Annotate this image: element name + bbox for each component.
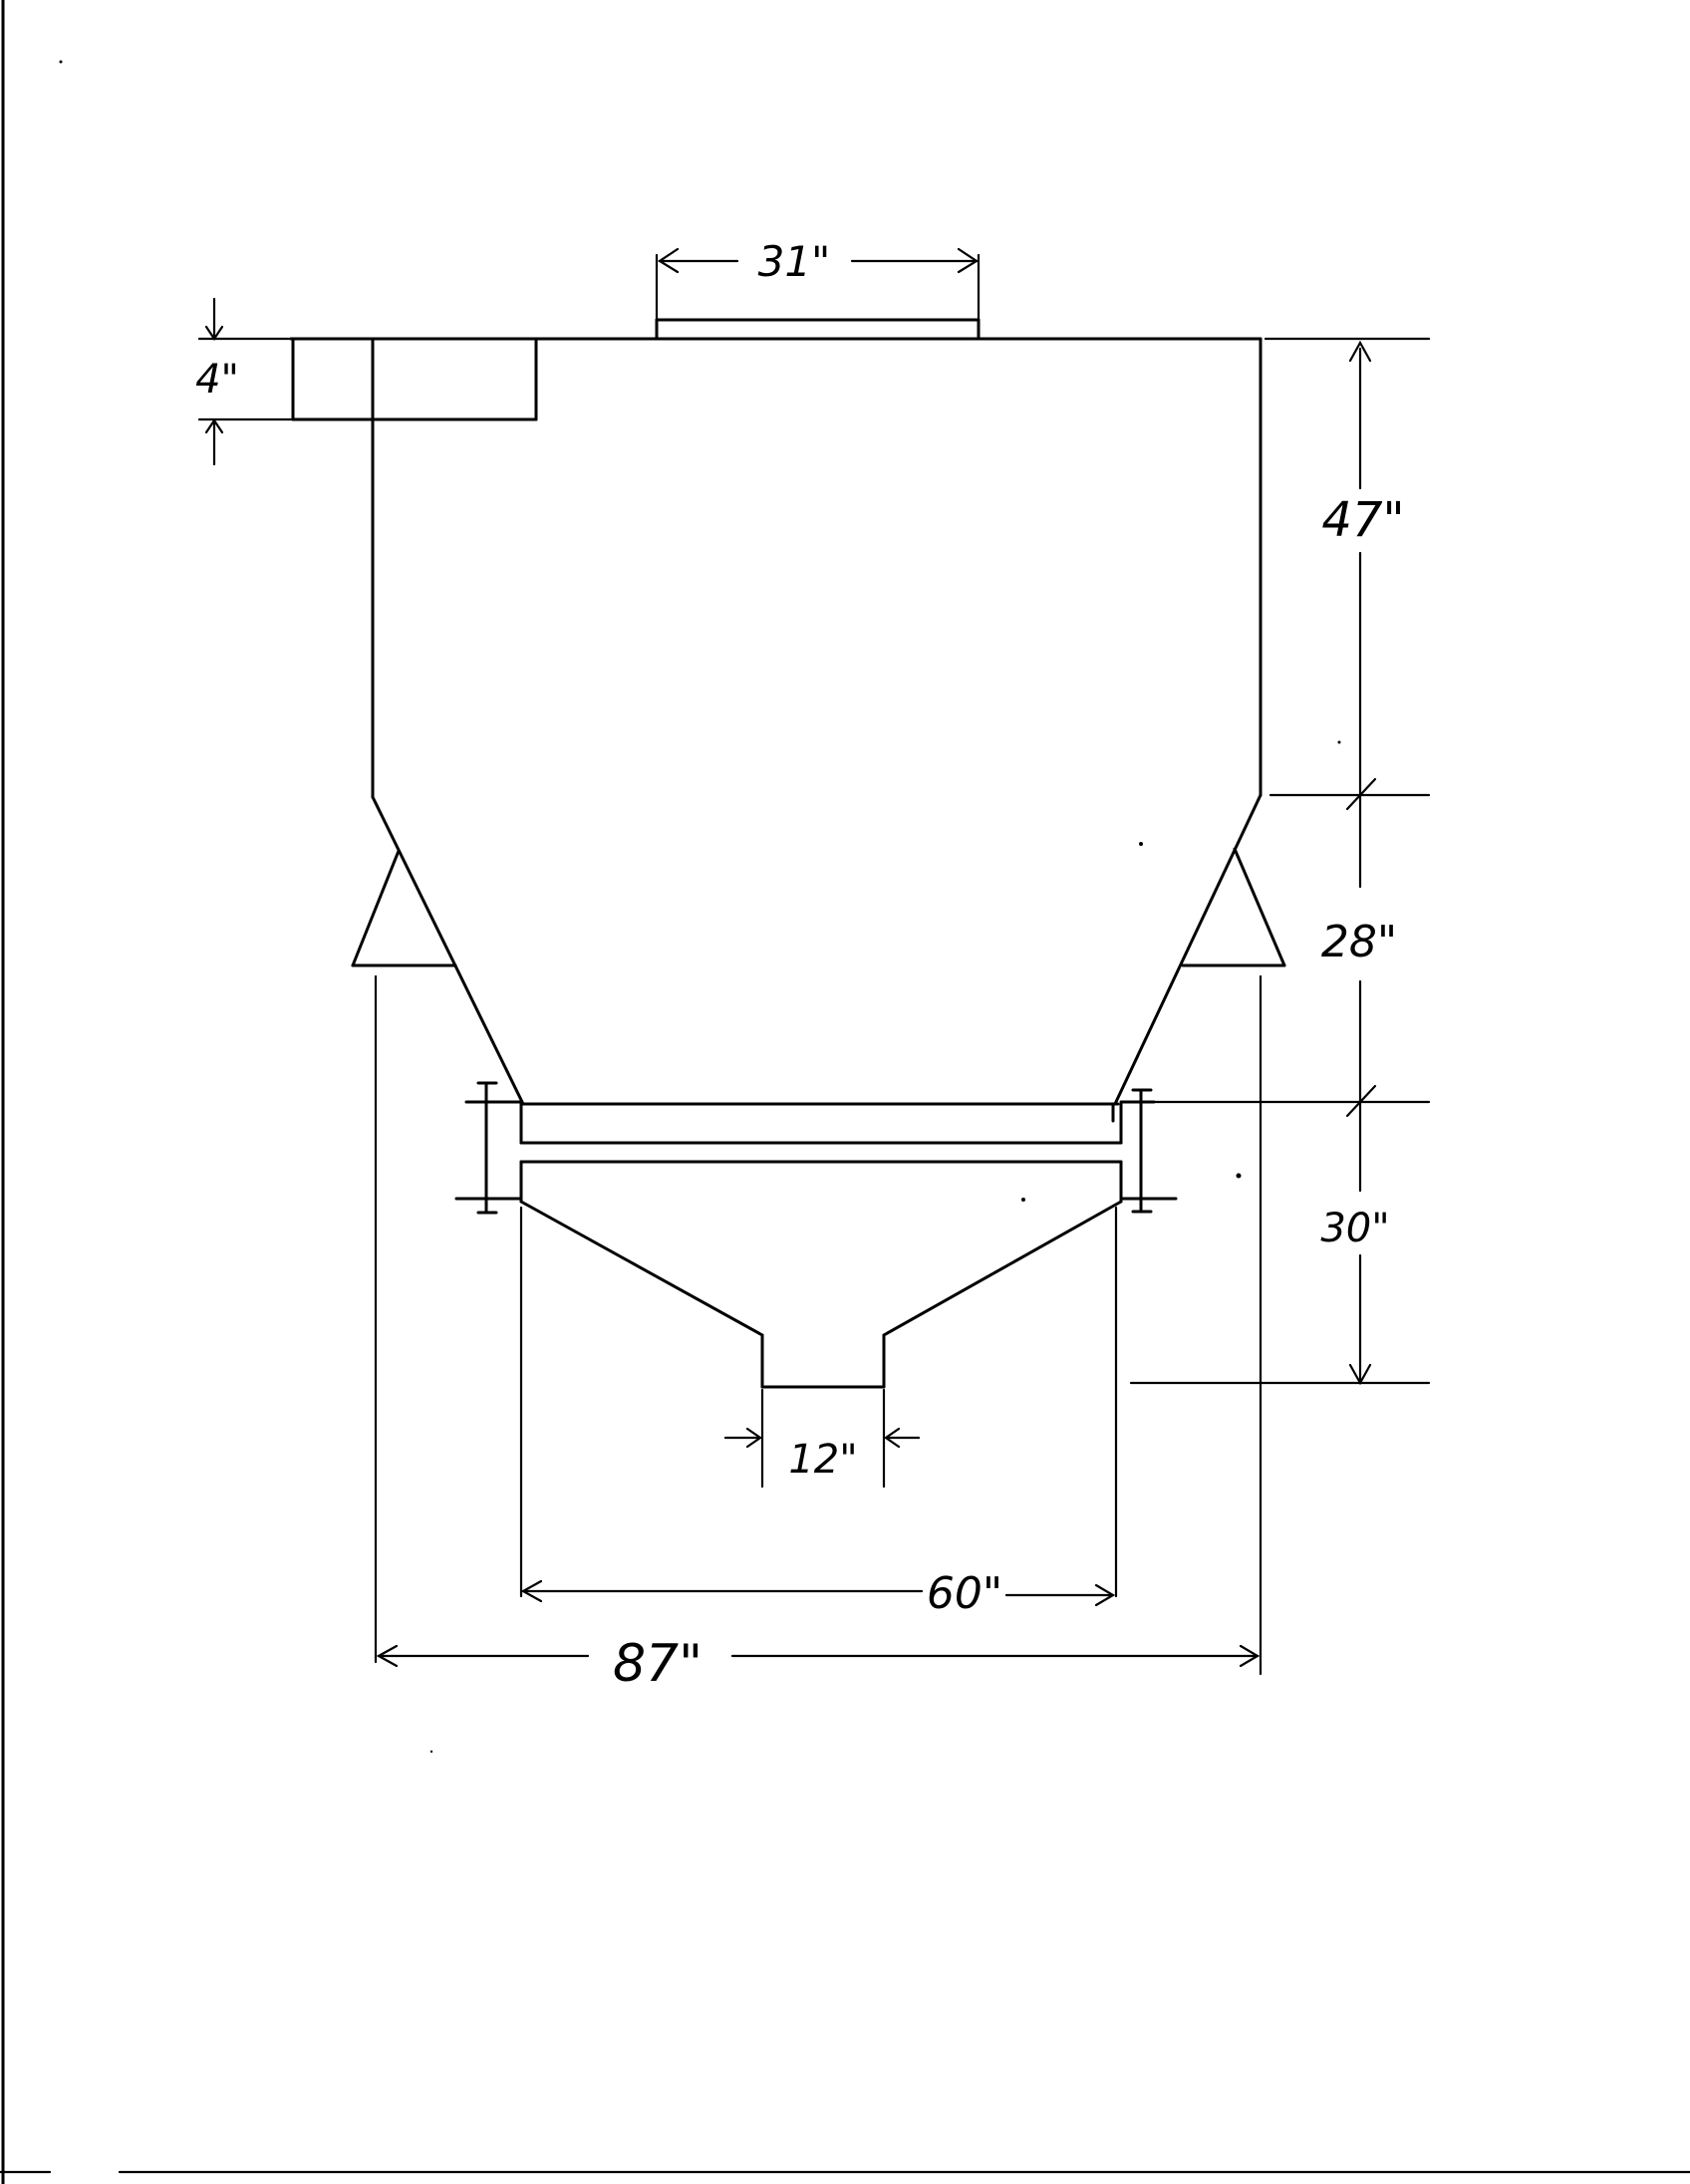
dim-flange-height	[197, 297, 295, 466]
label-overall-width: 87"	[613, 1634, 703, 1694]
dim-lower-width	[519, 1206, 1118, 1607]
label-lower-height: 30"	[1320, 1206, 1389, 1251]
dim-right-vertical	[1124, 337, 1431, 1386]
dim-top-opening	[655, 247, 981, 322]
dim-overall-width	[374, 974, 1263, 1676]
scan-specks	[59, 60, 1341, 1754]
lower-cone	[519, 1200, 1123, 1389]
label-outlet-width: 12"	[788, 1437, 857, 1483]
label-top-opening: 31"	[758, 237, 831, 286]
dim-outlet-width	[723, 1388, 921, 1489]
top-flange-box	[291, 337, 538, 421]
left-support-bracket	[351, 849, 457, 967]
label-lower-width: 60"	[927, 1568, 1002, 1619]
label-cone-height: 28"	[1321, 917, 1397, 967]
upper-body	[289, 337, 1263, 799]
cone-section	[371, 793, 1263, 1106]
label-upper-height: 47"	[1321, 492, 1404, 548]
right-support-bracket	[1181, 847, 1286, 967]
label-flange-height: 4"	[195, 357, 239, 403]
valve-band	[454, 1081, 1178, 1215]
top-opening-collar	[655, 318, 981, 341]
